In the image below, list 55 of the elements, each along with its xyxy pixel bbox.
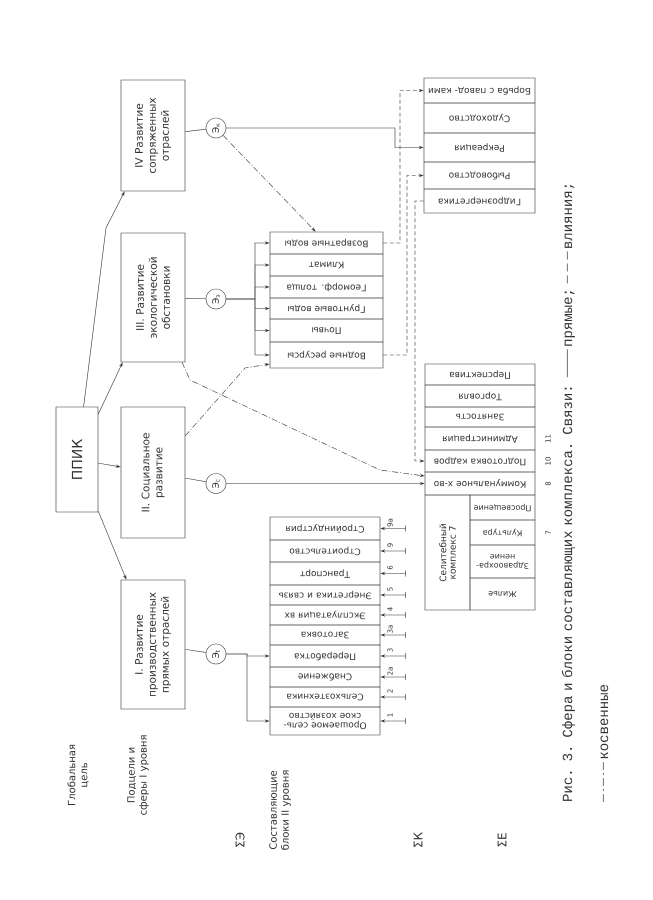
connector-line (185, 478, 206, 482)
sum-symbol: ΣК (414, 832, 422, 847)
table-cell: Сельхозтехника (270, 686, 380, 708)
subgoal-box: I. Развитие производственных прямых отраслей (120, 580, 186, 710)
connector-line (185, 128, 206, 132)
table-cell: Снабжение (270, 666, 380, 688)
table-cell: Жилье (470, 578, 536, 610)
side-label: Подцели и сферы I уровня (127, 735, 149, 815)
sum-symbol: ΣЭ (235, 832, 245, 847)
table-cell: Климат (270, 254, 384, 276)
table-cell: Почвы (270, 318, 384, 342)
table-cell: Просвещение (470, 494, 536, 520)
side-label: Составляющие блоки II уровня (269, 770, 291, 850)
table-cell: Орошаемое сель- ское хозяйство (270, 706, 380, 736)
table-cell: Культура (470, 520, 536, 546)
table-cell: Здравоохра- нение (470, 544, 536, 578)
table-cell: Грунтовые воды (270, 298, 384, 320)
sum-symbol: ΣЕ (498, 833, 506, 846)
table-cell: Подготовка кадров (424, 450, 536, 472)
table-cell: Перспектива (424, 364, 536, 386)
table-cell: Энергетика и связь (270, 584, 380, 606)
circled-letter: Э$_{э}$ (206, 288, 226, 310)
circled-letter: Э$_{к}$ (206, 118, 226, 138)
table-cell: Коммунальное х-во (424, 472, 536, 496)
subgoal-box: III. Развитие экологической обстановки (120, 232, 186, 362)
circled-letter: Э$_{t}$ (206, 644, 226, 664)
legend-text: влияния; (564, 184, 575, 248)
table-cell: Занятость (424, 406, 536, 428)
table-cell: Рекреация (424, 132, 536, 162)
subgoal-box: IV Развитие сопряженных отраслей (120, 80, 186, 192)
table-cell: Гидроэнергетика (424, 188, 536, 214)
table-cell: Борьба с павод- ками (424, 78, 536, 104)
table-cell: Возвратные воды (270, 232, 384, 254)
table-cell: Рыбоводство (424, 162, 536, 190)
table-cell: Эксплуатация вх (270, 604, 380, 626)
table-cell: Администрация (424, 426, 536, 450)
connector-line (185, 298, 206, 300)
connector-line (185, 649, 206, 653)
table-cell: Торговля (424, 384, 536, 408)
subgoal-box: II. Социальное развитие (120, 406, 186, 538)
table-cell: Переработка (270, 644, 380, 668)
table-cell: Заготовка (270, 624, 380, 646)
table-cell: Водные ресурсы (270, 342, 384, 368)
table-cell: Геоморф. толща (270, 276, 384, 298)
circled-letter: Э$_{c}$ (206, 473, 226, 494)
goal-box: ППИК (56, 406, 98, 512)
table-cell: Селитебный комплекс 7 (424, 494, 470, 610)
side-label: Глобальная цель (67, 744, 89, 805)
caption: Рис. 3. Сфера и блоки составляющих комплекса. Связи: (562, 388, 575, 801)
legend-text: косвенные (600, 684, 608, 758)
table-cell: Транспорт (270, 562, 380, 586)
table-cell: Судоходство (424, 102, 536, 134)
table-cell: Строительство (270, 540, 380, 562)
table-cell: Стройиндустрия (270, 516, 380, 540)
legend-text: прямые; (564, 291, 575, 346)
